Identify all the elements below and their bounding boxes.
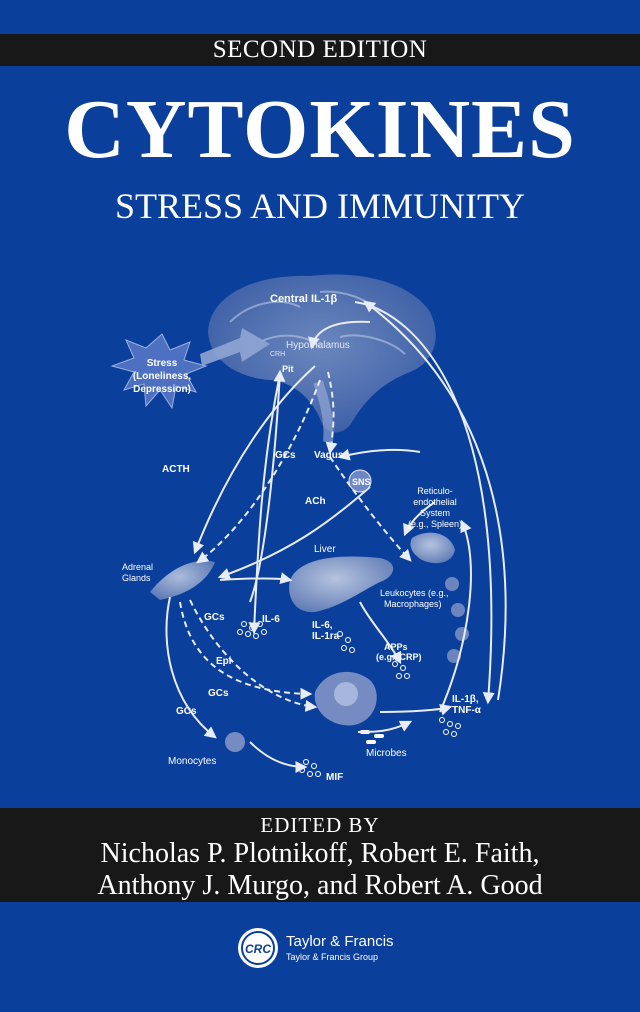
- gcs-left-label: GCs: [204, 612, 225, 623]
- res-label-line2: endothelial: [413, 497, 457, 507]
- book-subtitle: STRESS AND IMMUNITY: [114, 186, 526, 226]
- acth-label: ACTH: [162, 464, 190, 475]
- crc-logo-icon: CRC: [238, 928, 278, 968]
- authors-line-2: Anthony J. Murgo, and Robert A. Good: [97, 870, 543, 901]
- liver-label: Liver: [314, 544, 336, 555]
- edition-label: SECOND EDITION: [212, 36, 428, 63]
- pathway-arrows: [165, 300, 507, 773]
- stress-label-line2: (Loneliness,: [133, 371, 192, 382]
- leukocytes-label: Leukocytes (e.g.,: [380, 588, 449, 598]
- microbes-label: Microbes: [366, 748, 407, 759]
- publisher-group: Taylor & Francis Group: [286, 952, 379, 962]
- monocyte-shape: [225, 732, 245, 752]
- authors-line-1: Nicholas P. Plotnikoff, Robert E. Faith,: [100, 838, 540, 869]
- il1b-tnf-label-line2: TNF-α: [452, 705, 482, 716]
- adrenal-gland-shape: [150, 560, 215, 600]
- epi-label: Epi: [216, 656, 232, 667]
- stress-label-line3: Depression): [133, 384, 191, 395]
- authors-block: Nicholas P. Plotnikoff, Robert E. Faith,…: [0, 838, 640, 902]
- spleen-shape: [410, 532, 455, 564]
- central-il1b-label: Central IL-1β: [270, 293, 338, 305]
- macrophage-shape: [314, 671, 377, 726]
- hypothalamus-label: Hypothalamus: [286, 340, 350, 351]
- liver-shape: [289, 556, 394, 613]
- crc-logo-text: CRC: [245, 942, 271, 956]
- sns-label: SNS: [352, 477, 371, 487]
- res-label: Reticulo-: [417, 486, 453, 496]
- apps-label-line2: (e.g., CRP): [376, 652, 422, 662]
- publisher-block: CRC Taylor & Francis Taylor & Francis Gr…: [236, 926, 436, 972]
- monocytes-label: Monocytes: [168, 756, 216, 767]
- ach-label: ACh: [305, 496, 326, 507]
- il1b-tnf-label: IL-1β,: [452, 694, 479, 705]
- il6-il1ra-label: IL-6,: [312, 620, 333, 631]
- res-label-line3: System: [420, 508, 450, 518]
- vagus-label: Vagus: [314, 450, 344, 461]
- stress-label: Stress: [147, 358, 178, 369]
- sns-node: [348, 469, 372, 493]
- res-label-line4: (e.g., Spleen): [408, 519, 462, 529]
- crh-label: CRH: [270, 351, 285, 358]
- edited-by-label: EDITED BY: [260, 813, 380, 837]
- mif-label: MIF: [326, 772, 343, 783]
- top-band: [0, 34, 640, 66]
- gcs-bottom-label: GCs: [176, 706, 197, 717]
- bottom-band: [0, 808, 640, 902]
- gcs-top-label: GCs: [275, 450, 296, 461]
- stress-starburst: Stress (Loneliness, Depression): [110, 328, 270, 410]
- publisher-name: Taylor & Francis: [286, 933, 394, 950]
- apps-label: APPs: [384, 642, 408, 652]
- il6-il1ra-label-line2: IL-1ra: [312, 631, 340, 642]
- il6-label: IL-6: [262, 614, 280, 625]
- adrenal-label-line2: Glands: [122, 573, 151, 583]
- book-title: CYTOKINES: [64, 83, 576, 176]
- cover-illustration: Stress (Loneliness, Depression): [110, 274, 507, 783]
- adrenal-label: Adrenal: [122, 562, 153, 572]
- leukocyte-cells: [445, 577, 469, 663]
- pit-label: Pit: [282, 364, 294, 374]
- leukocytes-label-line2: Macrophages): [384, 599, 442, 609]
- molecule-dots: [237, 621, 461, 777]
- gcs-middle-label: GCs: [208, 688, 229, 699]
